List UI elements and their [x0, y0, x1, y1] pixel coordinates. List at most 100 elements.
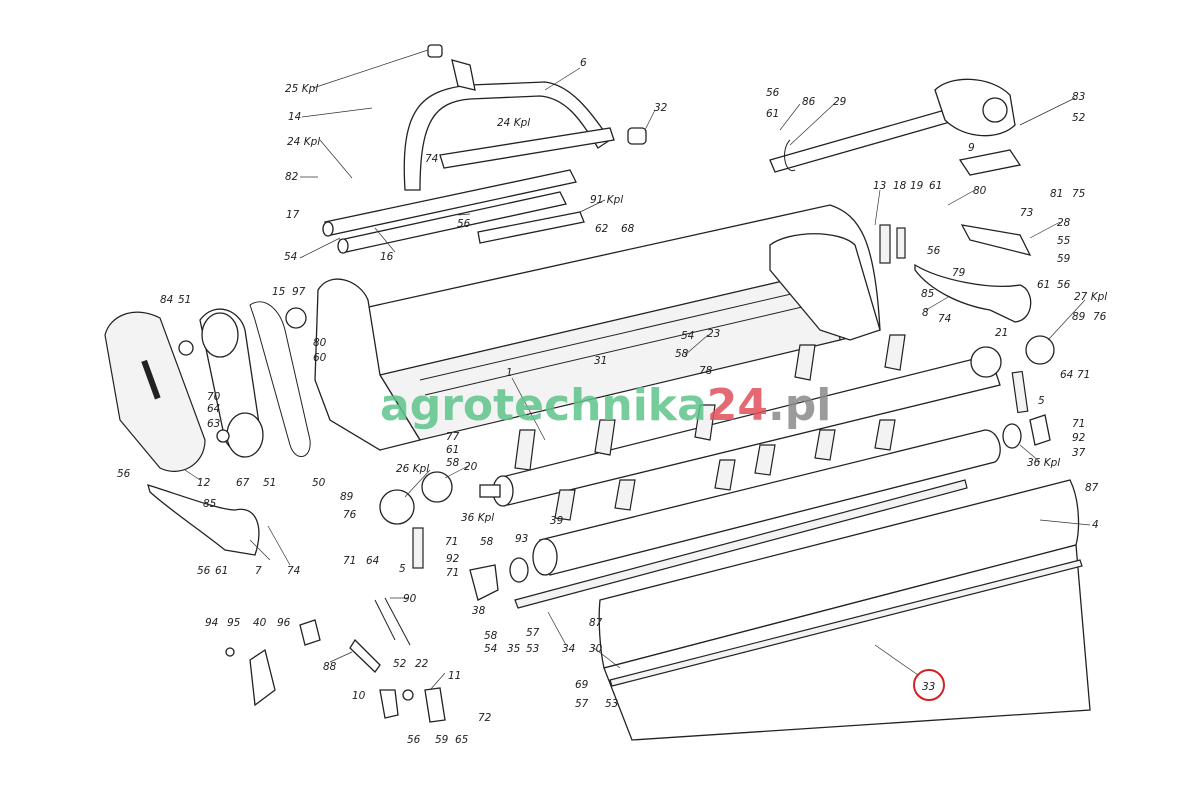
label-81: 81 [1050, 188, 1063, 200]
label-8: 8 [922, 307, 929, 319]
label-51: 51 [178, 294, 191, 306]
label-54-b: 54 [484, 643, 497, 655]
label-56-c: 56 [197, 565, 211, 577]
label-95: 95 [227, 617, 241, 629]
v-belt-50 [249, 301, 311, 457]
label-35: 35 [507, 643, 521, 655]
label-36-kpl-b: 36 Kpl [1027, 457, 1060, 469]
plate-28 [960, 224, 1032, 256]
label-76: 76 [343, 509, 357, 521]
label-30: 30 [589, 643, 603, 655]
watermark-part2: 24 [707, 380, 768, 431]
highlighted-part-33: 33 [874, 644, 945, 701]
label-20: 20 [464, 461, 478, 473]
part-labels: 25 Kpl 14 24 Kpl 82 17 54 16 6 24 Kpl 74… [117, 57, 1107, 746]
label-26-kpl: 26 Kpl [396, 463, 429, 475]
watermark-part3: .pl [768, 380, 831, 431]
label-65: 65 [455, 734, 469, 746]
roller-39 [539, 429, 1001, 576]
leader-lines [184, 49, 1091, 691]
label-75: 75 [1072, 188, 1086, 200]
bearing-36-left [509, 557, 529, 583]
label-74-b: 74 [287, 565, 300, 577]
label-1: 1 [506, 367, 513, 379]
label-85-b: 85 [921, 288, 935, 300]
label-71: 71 [343, 555, 356, 567]
label-59-b: 59 [1057, 253, 1071, 265]
skid-19 [896, 227, 906, 259]
label-61-b: 61 [215, 565, 228, 577]
label-61: 61 [446, 444, 459, 456]
label-58-c: 58 [484, 630, 498, 642]
tensioner-15 [285, 307, 307, 329]
label-90: 90 [403, 593, 417, 605]
label-64-b: 64 [366, 555, 379, 567]
rods-90 [374, 597, 411, 646]
label-11: 11 [448, 670, 461, 682]
label-23: 23 [707, 328, 720, 340]
label-64: 64 [207, 403, 220, 415]
lever-11 [424, 687, 446, 723]
label-50: 50 [312, 477, 326, 489]
label-9: 9 [968, 142, 975, 154]
label-89: 89 [340, 491, 354, 503]
label-60: 60 [313, 352, 327, 364]
label-91-kpl: 91 Kpl [590, 194, 623, 206]
label-82: 82 [285, 171, 299, 183]
rail-34 [514, 479, 968, 609]
label-87-b: 87 [1085, 482, 1099, 494]
label-29: 29 [833, 96, 847, 108]
label-61-c: 61 [766, 108, 779, 120]
label-54-c: 54 [681, 330, 694, 342]
label-54: 54 [284, 251, 297, 263]
label-59: 59 [435, 734, 449, 746]
label-93: 93 [515, 533, 528, 545]
label-6: 6 [580, 57, 587, 69]
label-38: 38 [472, 605, 486, 617]
label-70: 70 [207, 391, 221, 403]
flange-21 [970, 346, 1002, 378]
label-64-c: 64 [1060, 369, 1073, 381]
label-53-b: 53 [605, 698, 618, 710]
label-39: 39 [550, 515, 564, 527]
label-67: 67 [236, 477, 250, 489]
label-55: 55 [1057, 235, 1071, 247]
label-4: 4 [1092, 519, 1099, 531]
label-14: 14 [288, 111, 301, 123]
label-56-b: 56 [117, 468, 131, 480]
rotor-shaft [379, 334, 1055, 583]
label-57: 57 [526, 627, 540, 639]
gearbox-and-shaft [769, 78, 1051, 446]
highlight-circle [913, 669, 945, 701]
label-58-d: 58 [675, 348, 689, 360]
cylinder-88 [349, 638, 381, 673]
bearing-36 [1002, 423, 1022, 449]
label-18: 18 [893, 180, 907, 192]
bearing-housing-27 [1025, 335, 1055, 365]
rear-cover [514, 479, 1091, 741]
left-side-parts [147, 484, 499, 723]
label-10: 10 [352, 690, 366, 702]
knife-96 [299, 619, 321, 646]
side-plate-8 [914, 263, 1032, 323]
label-94: 94 [205, 617, 218, 629]
label-36-kpl: 36 Kpl [461, 512, 494, 524]
label-22: 22 [415, 658, 429, 670]
label-72: 72 [478, 712, 492, 724]
flange-20 [421, 471, 453, 503]
label-25-kpl: 25 Kpl [285, 83, 318, 95]
label-57-b: 57 [575, 698, 589, 710]
label-73: 73 [1020, 207, 1033, 219]
label-61-e: 61 [1037, 279, 1050, 291]
bracket-9 [958, 149, 1022, 176]
label-56-e: 56 [766, 87, 780, 99]
label-76-b: 76 [1093, 311, 1107, 323]
label-56-g: 56 [1057, 279, 1071, 291]
label-56-d: 56 [407, 734, 421, 746]
label-80-b: 80 [973, 185, 987, 197]
bracket-37 [1029, 414, 1051, 446]
label-58-b: 58 [480, 536, 494, 548]
label-5-b: 5 [1038, 395, 1045, 407]
label-27-kpl: 27 Kpl [1074, 291, 1107, 303]
